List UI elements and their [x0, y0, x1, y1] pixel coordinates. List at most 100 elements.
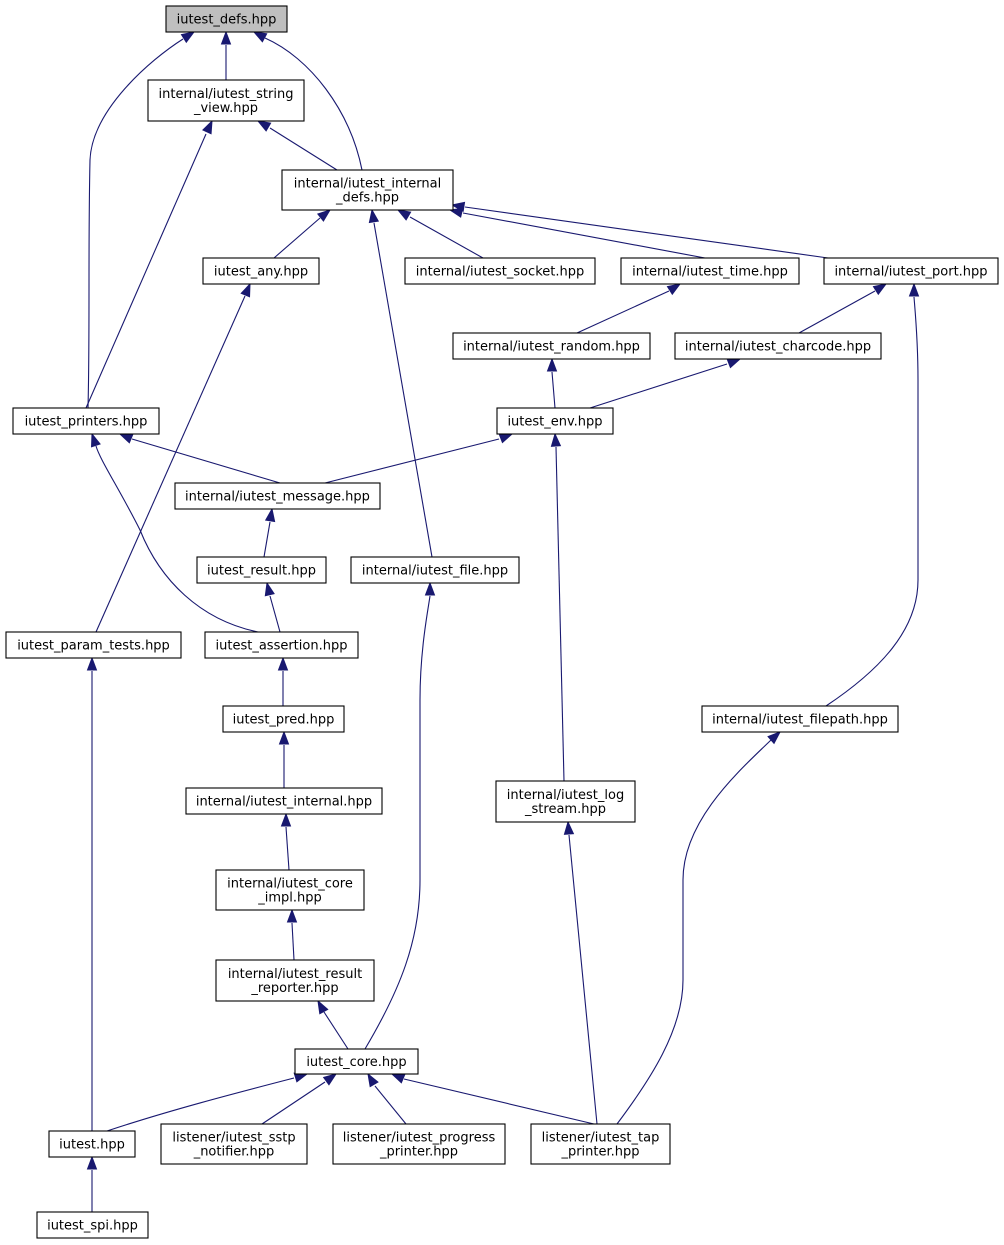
edge-file-to-internal_defs [368, 208, 433, 558]
edge-arrowhead [264, 507, 276, 523]
node-file[interactable]: internal/iutest_file.hpp [350, 556, 520, 584]
node-label: internal/iutest_socket.hpp [416, 265, 585, 280]
node-time[interactable]: internal/iutest_time.hpp [620, 257, 800, 285]
edge-arrowhead [240, 282, 251, 298]
edge-message-to-env [324, 433, 514, 484]
node-core-impl[interactable]: internal/iutest_core_impl.hpp [215, 869, 365, 911]
edge-time-to-internal_defs [448, 207, 706, 259]
edge-arrowhead [86, 656, 98, 671]
edge-line [589, 363, 728, 409]
node-any[interactable]: iutest_any.hpp [202, 257, 320, 285]
edge-charcode-to-port [798, 283, 888, 334]
node-string-view[interactable]: internal/iutest_string_view.hpp [147, 79, 305, 122]
edge-message-to-printers [118, 433, 281, 484]
node-label: iutest_param_tests.hpp [17, 639, 170, 654]
edge-line [576, 290, 670, 334]
node-box [701, 705, 899, 733]
edge-line [85, 133, 207, 409]
node-assertion[interactable]: iutest_assertion.hpp [204, 631, 359, 659]
node-printers[interactable]: iutest_printers.hpp [12, 407, 160, 435]
edge-arrowhead [368, 208, 380, 224]
node-label: internal/iutest_core [227, 877, 353, 892]
node-pred[interactable]: iutest_pred.hpp [222, 705, 345, 733]
node-defs[interactable]: iutest_defs.hpp [165, 5, 288, 33]
edge-line [324, 438, 500, 484]
node-socket[interactable]: internal/iutest_socket.hpp [404, 257, 596, 285]
node-label: internal/iutest_filepath.hpp [712, 713, 888, 728]
edge-arrowhead [278, 730, 290, 745]
node-charcode[interactable]: internal/iutest_charcode.hpp [674, 332, 882, 360]
node-iutest[interactable]: iutest.hpp [48, 1130, 136, 1158]
edge-arrowhead [322, 1073, 338, 1086]
edge-result-to-message [263, 507, 276, 558]
edge-arrowhead [317, 999, 329, 1015]
node-tap[interactable]: listener/iutest_tap_printer.hpp [530, 1123, 671, 1165]
edge-line [106, 1077, 295, 1132]
edge-line [291, 922, 295, 961]
node-log-stream[interactable]: internal/iutest_log_stream.hpp [495, 780, 636, 823]
edge-arrowhead [908, 282, 920, 297]
edge-arrowhead [264, 581, 275, 597]
edge-line [364, 595, 431, 1050]
edge-line [403, 1078, 595, 1125]
edge-any-to-internal_defs [273, 209, 332, 259]
node-box [496, 407, 614, 435]
node-label: internal/iutest_time.hpp [632, 265, 788, 280]
node-label: internal/iutest_internal [294, 177, 441, 192]
node-label: _defs.hpp [335, 191, 399, 206]
edge-arrowhead [118, 433, 134, 444]
node-label: iutest_spi.hpp [47, 1219, 138, 1234]
node-box [174, 482, 381, 510]
node-label: listener/iutest_progress [343, 1131, 496, 1146]
node-internal[interactable]: internal/iutest_internal.hpp [185, 787, 383, 815]
edge-arrowhead [872, 283, 888, 296]
node-port[interactable]: internal/iutest_port.hpp [823, 257, 999, 285]
node-result-reporter[interactable]: internal/iutest_result_reporter.hpp [215, 959, 375, 1002]
node-filepath[interactable]: internal/iutest_filepath.hpp [701, 705, 899, 733]
edge-param_tests-to-any [95, 282, 251, 633]
edge-arrowhead [202, 119, 213, 135]
node-spi[interactable]: iutest_spi.hpp [36, 1211, 149, 1239]
node-result[interactable]: iutest_result.hpp [196, 556, 327, 584]
node-label: internal/iutest_charcode.hpp [685, 340, 871, 355]
node-env[interactable]: iutest_env.hpp [496, 407, 614, 435]
edge-core-to-file [364, 581, 436, 1050]
edge-spi-to-iutest [86, 1155, 98, 1212]
edge-line [551, 371, 556, 409]
node-progress[interactable]: listener/iutest_progress_printer.hpp [332, 1123, 506, 1165]
node-box [620, 257, 800, 285]
edge-line [273, 217, 321, 259]
edge-arrowhead [563, 820, 575, 835]
edge-env-to-random [546, 357, 558, 409]
edge-arrowhead [666, 283, 682, 296]
node-box [165, 5, 288, 33]
node-label: internal/iutest_string [159, 87, 294, 102]
node-random[interactable]: internal/iutest_random.hpp [452, 332, 651, 360]
edge-line [409, 216, 484, 259]
edge-filepath-to-port [825, 282, 920, 707]
edge-line [131, 438, 281, 484]
node-label: _view.hpp [193, 101, 258, 116]
node-label: _reporter.hpp [250, 981, 338, 996]
edge-random-to-time [576, 283, 682, 334]
node-message[interactable]: internal/iutest_message.hpp [174, 482, 381, 510]
node-label: internal/iutest_result [228, 967, 362, 982]
node-label: internal/iutest_log [507, 788, 624, 803]
node-param-tests[interactable]: iutest_param_tests.hpp [5, 631, 182, 659]
edge-arrowhead [726, 358, 742, 369]
edge-arrowhead [256, 120, 272, 132]
node-label: listener/iutest_sstp [172, 1131, 295, 1146]
edge-line [261, 1081, 326, 1125]
node-label: iutest_env.hpp [507, 415, 602, 430]
edge-internal_defs-to-string_view [256, 120, 338, 171]
node-box [495, 780, 636, 823]
node-sstp[interactable]: listener/iutest_sstp_notifier.hpp [160, 1123, 308, 1165]
edge-line [95, 445, 259, 633]
node-label: iutest_pred.hpp [233, 713, 335, 728]
node-box [36, 1211, 149, 1239]
node-box [204, 631, 359, 659]
node-core[interactable]: iutest_core.hpp [294, 1048, 419, 1075]
edge-port-to-internal_defs [450, 201, 829, 259]
node-internal-defs[interactable]: internal/iutest_internal_defs.hpp [281, 169, 454, 211]
